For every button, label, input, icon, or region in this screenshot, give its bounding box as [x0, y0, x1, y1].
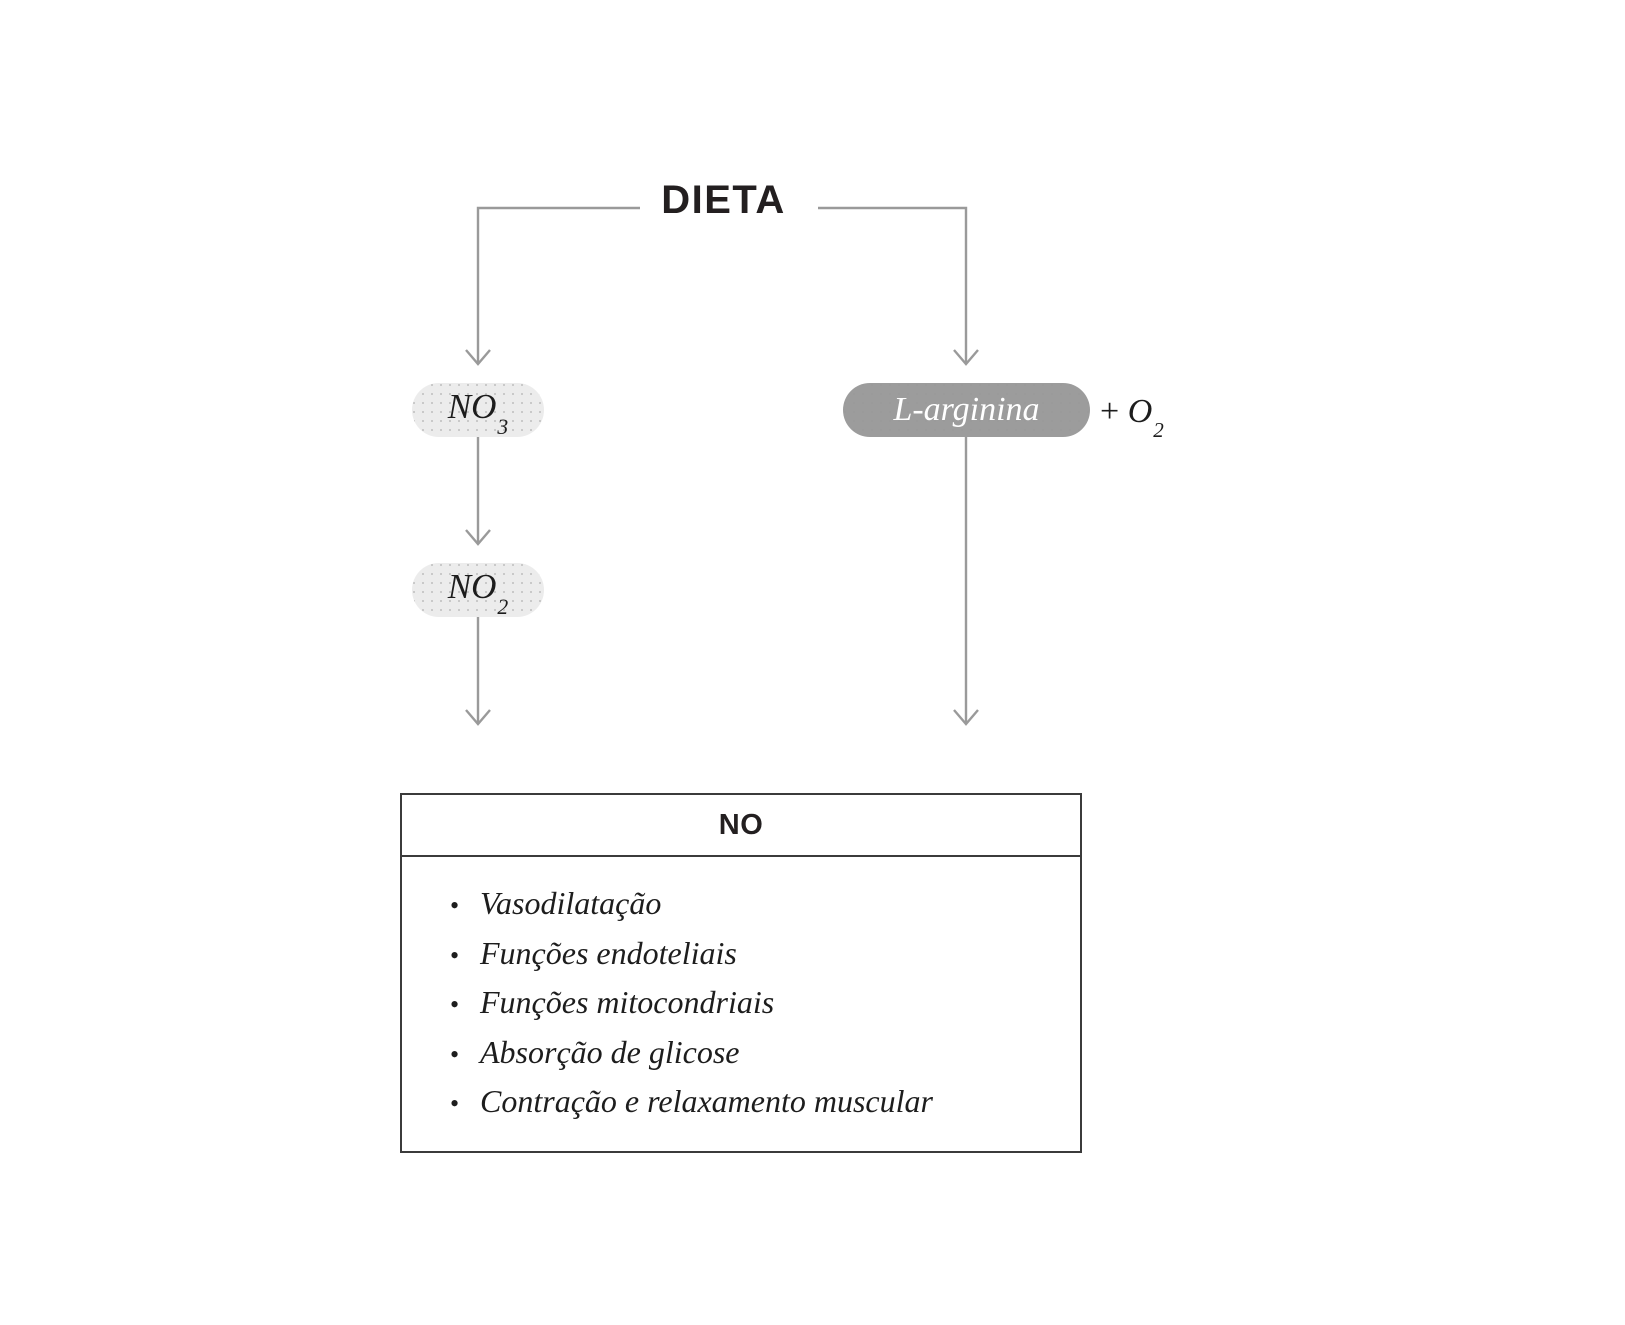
list-item-label: Funções mitocondriais — [480, 984, 775, 1021]
node-nitrate-subscript: 3 — [497, 414, 509, 439]
page-title: DIETA — [661, 178, 786, 222]
bullet-icon: • — [450, 1089, 460, 1119]
bullet-icon: • — [450, 891, 460, 920]
node-larginine[interactable]: L-arginina — [843, 383, 1090, 437]
list-item: • Funções mitocondriais — [402, 978, 1080, 1028]
plus-sign: + — [1100, 393, 1128, 430]
connector-dieta-to-nitrate — [476, 206, 640, 363]
bullet-icon: • — [450, 1039, 460, 1069]
outcome-table-header: NO — [402, 795, 1080, 857]
oxygen-label: O — [1127, 393, 1153, 430]
node-larginine-label: L-arginina — [893, 391, 1040, 428]
node-nitrite-label: NO2 — [447, 567, 509, 619]
oxygen-annotation: + O2 — [1100, 393, 1164, 442]
outcome-table-body: • Vasodilatação • Funções endoteliais • … — [402, 857, 1080, 1151]
list-item-label: Absorção de glicose — [480, 1033, 740, 1070]
node-nitrite[interactable]: NO2 — [412, 563, 544, 617]
arrowhead-outcome-left — [465, 709, 491, 726]
node-nitrate[interactable]: NO3 — [412, 383, 544, 437]
arrowhead-larginine — [953, 349, 979, 366]
bullet-icon: • — [450, 990, 460, 1020]
list-item: • Absorção de glicose — [402, 1028, 1080, 1078]
arrowhead-nitrite — [465, 529, 491, 546]
list-item: • Contração e relaxamento muscular — [402, 1077, 1080, 1127]
list-item-label: Funções endoteliais — [480, 934, 737, 971]
oxygen-subscript: 2 — [1153, 417, 1164, 442]
list-item-label: Vasodilatação — [480, 885, 662, 921]
list-item: • Vasodilatação — [402, 879, 1080, 929]
node-nitrite-subscript: 2 — [497, 594, 509, 619]
node-nitrate-label: NO3 — [447, 387, 509, 439]
list-item: • Funções endoteliais — [402, 929, 1080, 979]
outcome-table: NO • Vasodilatação • Funções endoteliais… — [400, 793, 1082, 1153]
bullet-icon: • — [450, 940, 460, 970]
arrowhead-nitrate — [465, 349, 491, 366]
list-item-label: Contração e relaxamento muscular — [480, 1083, 933, 1120]
connector-dieta-to-larginine — [818, 206, 968, 363]
arrowhead-outcome-right — [953, 709, 979, 726]
